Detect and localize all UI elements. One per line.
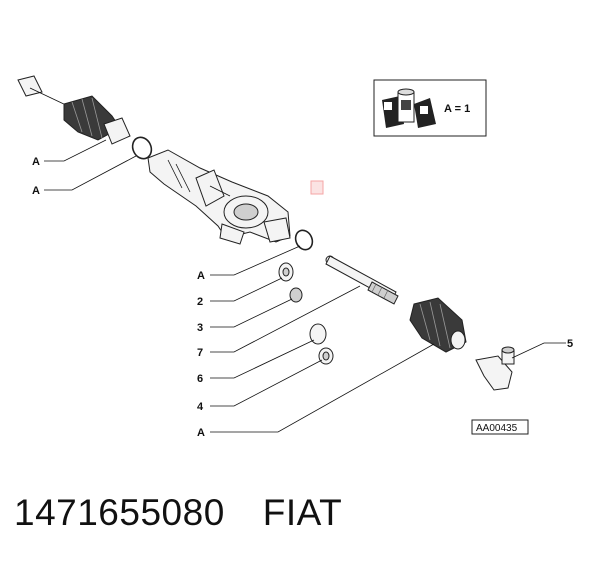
exploded-parts-diagram: A A A 2 3 7 6 4 A 5 A = 1 AA00435 xyxy=(17,75,573,439)
bush-part-2 xyxy=(278,262,294,282)
tie-rod-end-part-5 xyxy=(475,346,515,391)
callout-label: A xyxy=(32,156,40,168)
callout-label: A xyxy=(197,427,205,439)
right-bellows-clamp xyxy=(294,229,314,251)
kit-contents-icon xyxy=(382,88,436,128)
leader-lines xyxy=(44,139,566,433)
callout-labels: A A A 2 3 7 6 4 A 5 xyxy=(32,156,573,439)
bush-part-6 xyxy=(309,323,327,345)
brand-name: FIAT xyxy=(262,492,343,533)
callout-label: 2 xyxy=(197,296,203,308)
right-steering-bellows xyxy=(409,297,467,353)
placement-marker xyxy=(310,180,324,195)
legend-quantity-text: A = 1 xyxy=(444,103,470,115)
nut-part-4 xyxy=(318,347,334,365)
left-rod-end xyxy=(17,75,69,107)
callout-label: A xyxy=(197,270,205,282)
product-caption: 1471655080 FIAT xyxy=(14,492,342,534)
callout-label: 6 xyxy=(197,373,203,385)
callout-label: 7 xyxy=(197,347,203,359)
left-steering-bellows xyxy=(63,95,131,145)
callout-label: 3 xyxy=(197,322,203,334)
part-number: 1471655080 xyxy=(14,492,225,533)
left-bellows-clamp xyxy=(131,136,153,160)
callout-label: A xyxy=(32,185,40,197)
steering-rack-housing xyxy=(147,149,291,245)
kit-legend-box: A = 1 xyxy=(373,79,487,137)
reference-code: AA00435 xyxy=(476,423,518,434)
callout-label: 4 xyxy=(197,401,204,413)
reference-code-box: AA00435 xyxy=(471,419,529,435)
callout-label: 5 xyxy=(567,338,573,350)
nut-part-3 xyxy=(289,287,303,303)
tie-rod-part-7 xyxy=(325,255,399,305)
